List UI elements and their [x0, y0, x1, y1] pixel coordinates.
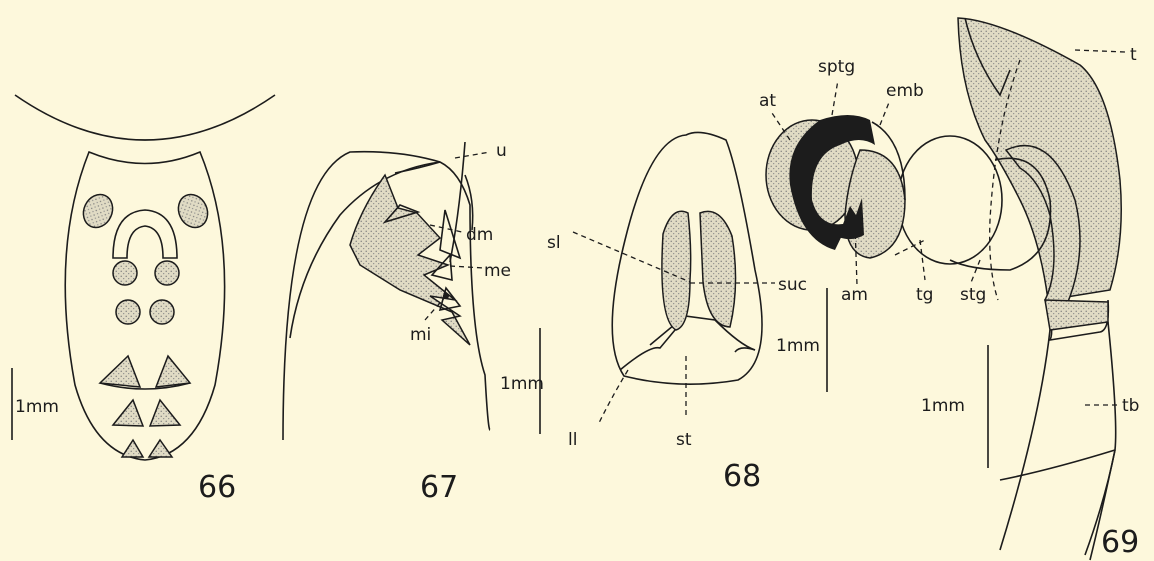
- label-tg: tg: [916, 285, 933, 305]
- scale-bar-68: 1mm: [776, 288, 827, 392]
- figure-69-palp: t sptg at emb am tg stg tb 1mm 69: [759, 18, 1139, 560]
- scale-bar-67: 1mm: [500, 328, 544, 434]
- figure-66-abdomen: 1mm 66: [12, 95, 275, 505]
- label-at: at: [759, 91, 776, 111]
- figure-number-68: 68: [723, 459, 761, 494]
- label-sl: sl: [547, 233, 561, 253]
- figure-number-67: 67: [420, 470, 458, 505]
- label-mi: mi: [410, 325, 431, 345]
- scale-label-66: 1mm: [15, 397, 59, 417]
- label-ll: ll: [568, 430, 577, 450]
- scale-bar-69: 1mm: [921, 345, 988, 468]
- scale-label-67: 1mm: [500, 374, 544, 394]
- scale-label-69: 1mm: [921, 396, 965, 416]
- scale-label-68: 1mm: [776, 336, 820, 356]
- figure-number-66: 66: [198, 470, 236, 505]
- label-stg: stg: [960, 285, 986, 305]
- figure-67-chelicera: u dm me mi 1mm 67: [283, 141, 544, 505]
- label-me: me: [484, 261, 511, 281]
- label-tb: tb: [1122, 396, 1139, 416]
- label-sptg: sptg: [818, 57, 855, 77]
- figure-number-69: 69: [1101, 525, 1139, 560]
- label-emb: emb: [886, 81, 924, 101]
- label-suc: suc: [778, 275, 807, 295]
- label-am: am: [841, 285, 868, 305]
- label-u: u: [496, 141, 507, 161]
- label-st: st: [676, 430, 692, 450]
- label-dm: dm: [466, 225, 493, 245]
- label-t: t: [1130, 45, 1137, 65]
- scale-bar-66: 1mm: [12, 368, 59, 440]
